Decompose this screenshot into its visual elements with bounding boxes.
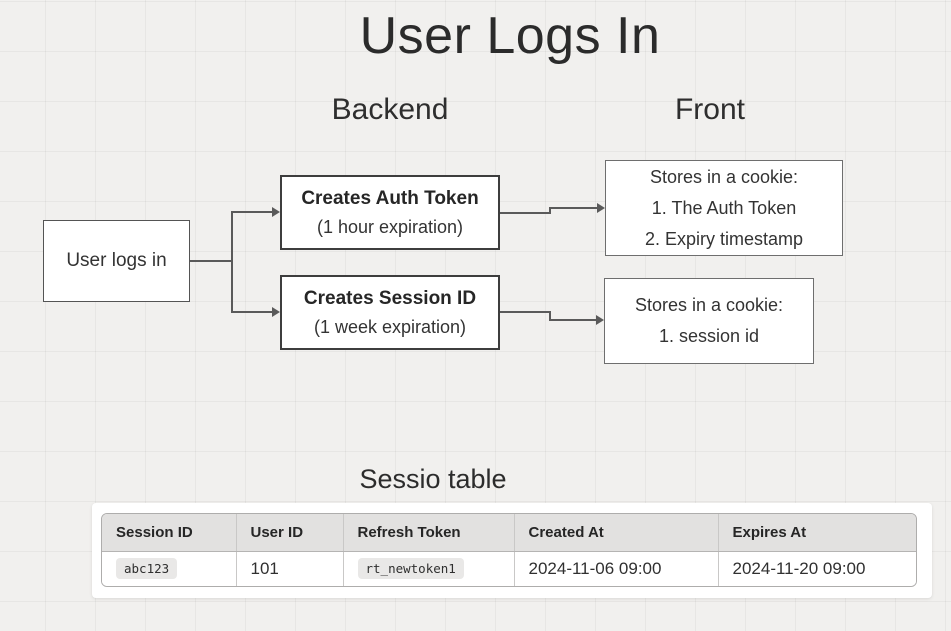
connector-auth-in <box>549 207 597 209</box>
flow-node-line: 2. Expiry timestamp <box>644 228 804 249</box>
flow-node-subtitle: (1 week expiration) <box>313 316 467 337</box>
flow-node-line: 1. session id <box>658 326 760 346</box>
connector-session-in <box>549 319 596 321</box>
table-row: abc123 101 rt_newtoken1 2024-11-06 09:00… <box>102 551 916 586</box>
connector-session-out <box>500 311 551 313</box>
connector-auth-out <box>500 212 551 214</box>
table-header-session-id: Session ID <box>102 514 236 552</box>
diagram-title: User Logs In <box>359 7 661 65</box>
flow-node-cookie-auth-token[interactable]: Stores in a cookie: 1. The Auth Token 2.… <box>605 160 843 256</box>
table-header-refresh-token: Refresh Token <box>342 514 514 552</box>
flow-node-line: Stores in a cookie: <box>649 166 799 187</box>
connector-user-out <box>190 260 233 262</box>
table-cell-user-id: 101 <box>235 551 343 586</box>
flow-node-title: Creates Session ID <box>303 287 477 309</box>
table-cell-created-at: 2024-11-06 09:00 <box>513 551 718 586</box>
lane-label-front: Front <box>674 93 746 126</box>
flow-node-line: 1. The Auth Token <box>651 197 797 218</box>
table-header-user-id: User ID <box>235 514 343 552</box>
session-table-card: Session ID User ID Refresh Token Created… <box>92 503 932 598</box>
flow-node-title: Creates Auth Token <box>301 187 479 209</box>
connector-to-auth <box>231 211 272 213</box>
flow-node-cookie-session-id[interactable]: Stores in a cookie: 1. session id <box>604 278 814 364</box>
flow-node-user-logs-in[interactable]: User logs in <box>43 220 190 302</box>
flow-node-creates-auth-token[interactable]: Creates Auth Token (1 hour expiration) <box>280 175 500 250</box>
connector-auth-jog <box>549 207 551 214</box>
connector-session-jog <box>549 311 551 321</box>
table-cell-refresh-token: rt_newtoken1 <box>342 551 514 586</box>
connector-to-session <box>231 311 272 313</box>
session-table: Session ID User ID Refresh Token Created… <box>101 513 917 587</box>
arrow-right-icon <box>272 307 280 317</box>
lane-label-backend: Backend <box>331 93 449 126</box>
table-header-created-at: Created At <box>513 514 718 552</box>
code-value: rt_newtoken1 <box>357 558 464 580</box>
code-value: abc123 <box>116 558 178 580</box>
table-header-expires-at: Expires At <box>717 514 916 552</box>
table-header-row: Session ID User ID Refresh Token Created… <box>102 514 916 552</box>
arrow-right-icon <box>597 203 605 213</box>
table-cell-session-id: abc123 <box>102 551 236 586</box>
arrow-right-icon <box>596 315 604 325</box>
connector-split-vertical <box>231 211 233 313</box>
flow-node-subtitle: (1 hour expiration) <box>316 216 464 237</box>
table-cell-expires-at: 2024-11-20 09:00 <box>717 551 916 586</box>
flow-node-label: User logs in <box>66 250 167 271</box>
flow-node-line: Stores in a cookie: <box>634 295 784 315</box>
flow-node-creates-session-id[interactable]: Creates Session ID (1 week expiration) <box>280 275 500 350</box>
arrow-right-icon <box>272 207 280 217</box>
session-table-title: Sessio table <box>359 464 507 494</box>
